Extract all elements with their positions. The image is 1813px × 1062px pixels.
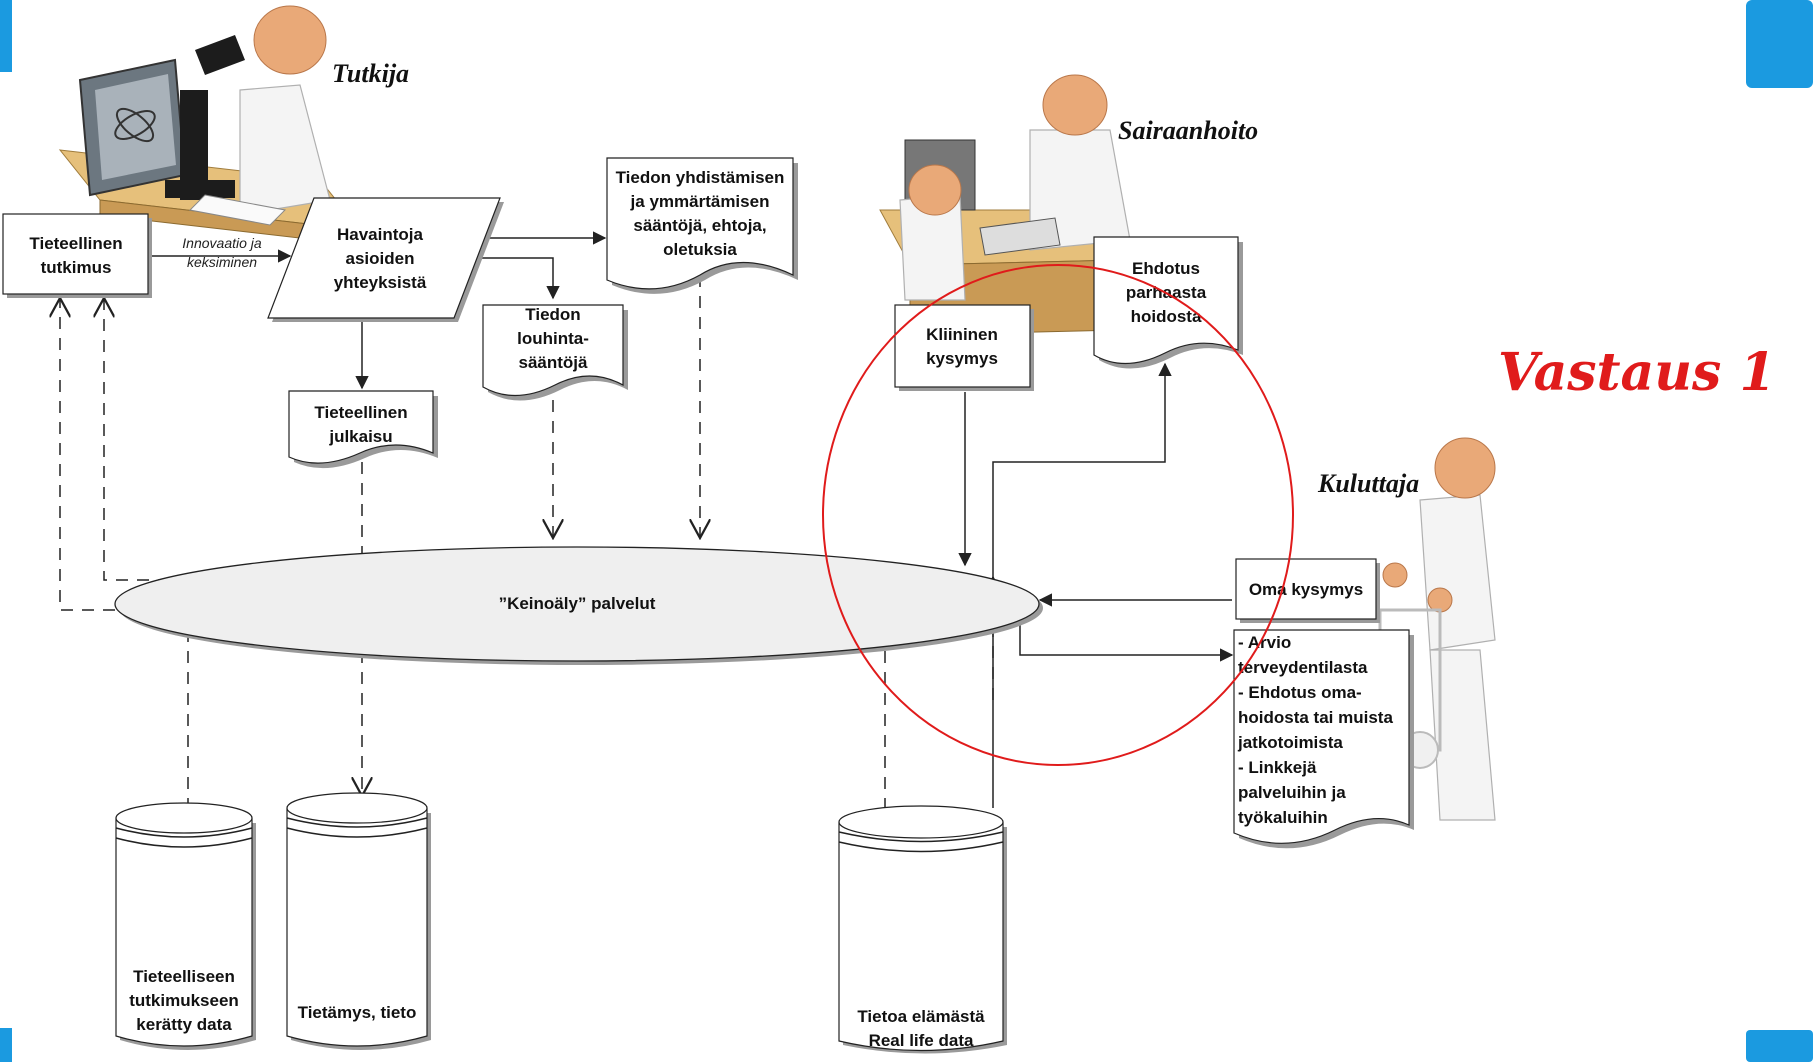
node-mining-rules: Tiedon louhinta- sääntöjä [482,304,628,401]
connector-ai-to-consumer-answer [1019,618,1234,662]
node-scientific-research: Tieteellinen tutkimus [2,213,152,298]
best-care-line-3: hoidosta [1131,307,1202,326]
node-knowledge-database: Tietämys, tieto [286,792,431,1050]
research-data-line-3: kerätty data [136,1015,232,1034]
combining-rules-line-1: Tiedon yhdistämisen [616,168,785,187]
clinical-question-line-2: kysymys [926,349,998,368]
node-research-data-database: Tieteelliseen tutkimukseen kerätty data [115,802,256,1050]
consumer-answer-line-5: jatkotoimista [1237,733,1343,752]
node-ai-services: ”Keinoäly” palvelut [114,546,1043,665]
node-consumer-answer: - Arvio terveydentilasta - Ehdotus oma- … [1233,629,1414,849]
node-observations: Havaintoja asioiden yhteyksistä [267,197,504,322]
publication-line-1: Tieteellinen [314,403,407,422]
node-own-question: Oma kysymys [1235,558,1380,623]
researcher-illustration-icon [58,5,362,246]
scientific-research-line-2: tutkimus [41,258,112,277]
connector-real-life-to-best-care [992,362,1172,808]
node-real-life-database: Tietoa elämästä Real life data [838,805,1007,1054]
consumer-answer-line-3: - Ehdotus oma- [1238,683,1362,702]
observations-line-3: yhteyksistä [334,273,427,292]
corner-accent-bottom-left [0,1028,12,1062]
dashed-research-data-to-research [60,298,189,810]
ai-services-label: ”Keinoäly” palvelut [499,594,656,613]
corner-accent-top-right [1746,0,1813,88]
consumer-answer-line-1: - Arvio [1238,633,1291,652]
consumer-answer-line-2: terveydentilasta [1238,658,1368,677]
corner-accent-bottom-right [1746,1030,1813,1062]
research-data-line-2: tutkimukseen [129,991,239,1010]
actor-consumer-label: Kuluttaja [1317,469,1419,498]
consumer-illustration-icon [1378,437,1496,821]
combining-rules-line-4: oletuksia [663,240,737,259]
annotation-vastaus-label: Vastaus 1 [1498,342,1776,403]
connector-observations-to-mining-rules [480,257,560,300]
combining-rules-line-3: sääntöjä, ehtoja, [633,216,766,235]
innovation-label-line-1: Innovaatio ja [182,235,262,251]
observations-line-1: Havaintoja [337,225,424,244]
annotation-red-circle [822,264,1294,766]
consumer-answer-line-8: työkaluihin [1238,808,1328,827]
consumer-answer-line-7: palveluihin ja [1238,783,1346,802]
real-life-line-2: Real life data [869,1031,974,1050]
publication-line-2: julkaisu [328,427,392,446]
clinical-question-line-1: Kliininen [926,325,998,344]
consumer-answer-line-6: - Linkkejä [1238,758,1317,777]
combining-rules-line-2: ja ymmärtämisen [630,192,770,211]
mining-rules-line-2: louhinta- [517,329,589,348]
real-life-line-1: Tietoa elämästä [857,1007,985,1026]
best-care-line-1: Ehdotus [1132,259,1200,278]
actor-healthcare-label: Sairaanhoito [1118,116,1258,145]
actor-researcher-label: Tutkija [332,59,409,88]
research-data-line-1: Tieteelliseen [133,967,235,986]
mining-rules-line-3: sääntöjä [519,353,589,372]
node-best-care-proposal: Ehdotus parhaasta hoidosta [1093,236,1243,369]
node-combining-rules: Tiedon yhdistämisen ja ymmärtämisen sään… [606,157,798,294]
scientific-research-line-1: Tieteellinen [29,234,122,253]
knowledge-label: Tietämys, tieto [298,1003,417,1022]
own-question-label: Oma kysymys [1249,580,1363,599]
node-publication: Tieteellinen julkaisu [288,390,438,469]
innovation-label-line-2: keksiminen [187,254,257,270]
mining-rules-line-1: Tiedon [525,305,580,324]
corner-accent-top-left [0,0,12,72]
consumer-answer-line-4: hoidosta tai muista [1238,708,1393,727]
node-clinical-question: Kliininen kysymys [894,304,1034,391]
observations-line-2: asioiden [346,249,415,268]
healthcare-illustration-icon [879,74,1131,336]
